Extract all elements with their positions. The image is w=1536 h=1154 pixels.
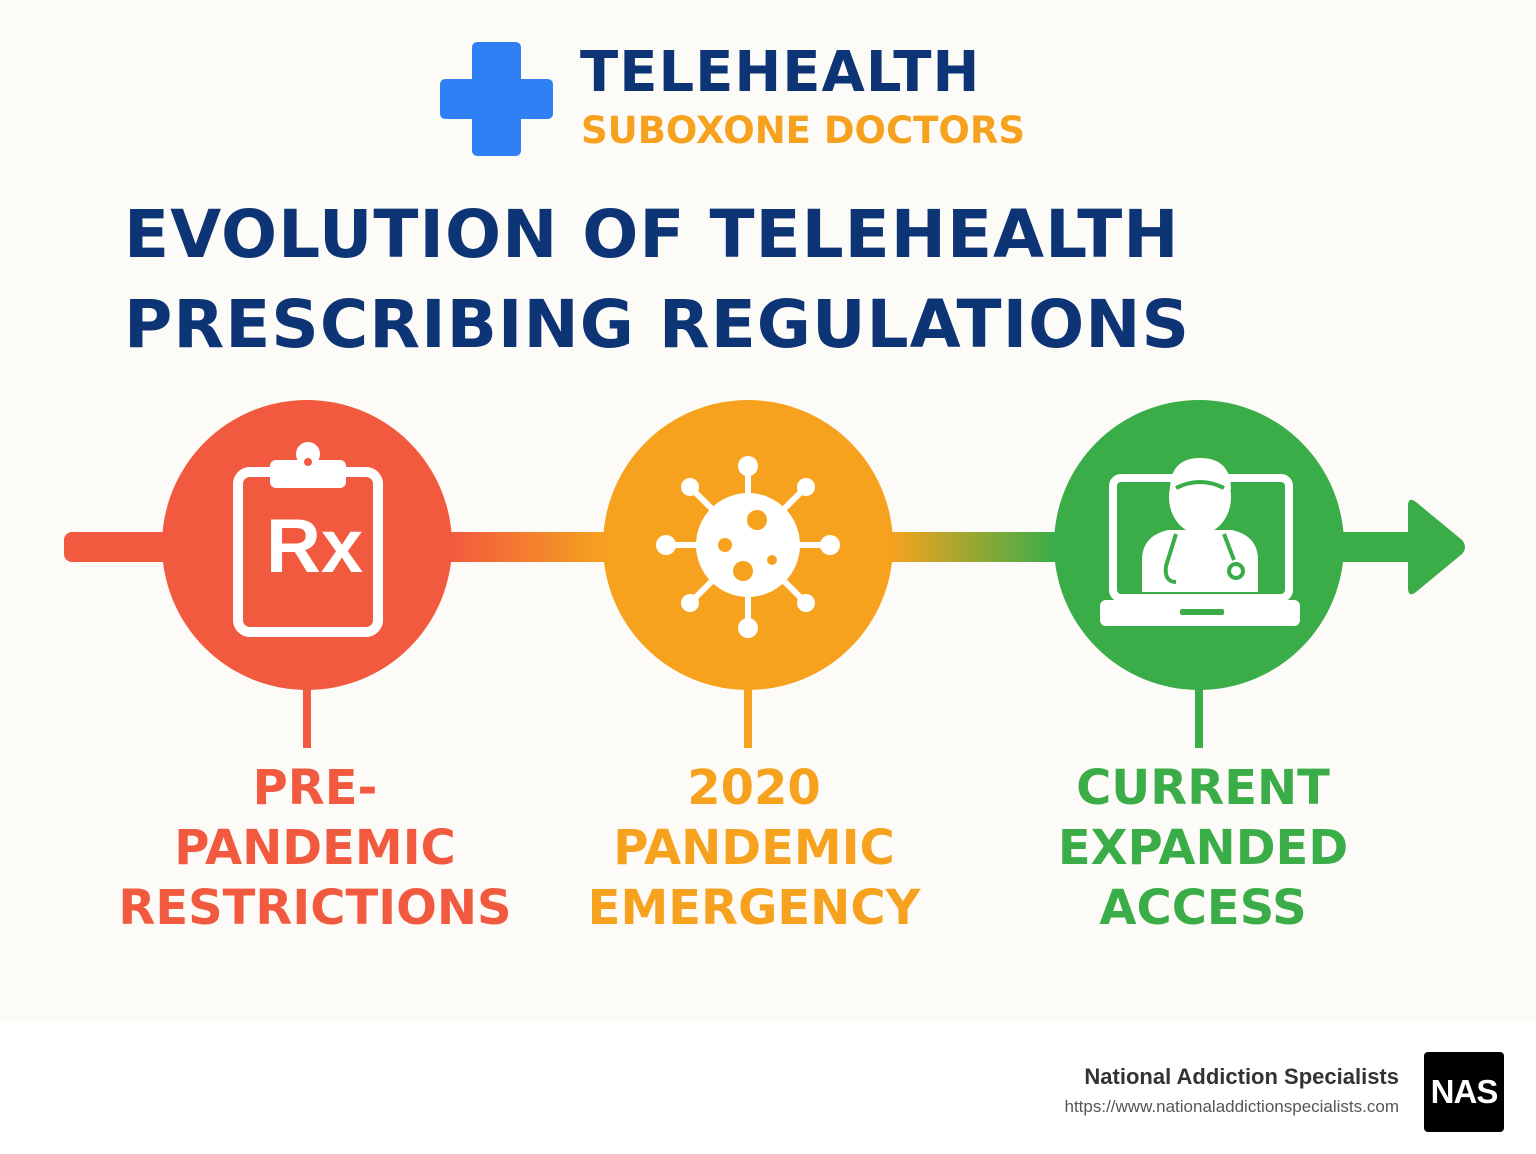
prescription-clipboard-icon: Rx xyxy=(233,442,383,637)
stage-2-label-line-2: PANDEMIC xyxy=(613,820,895,876)
rx-symbol: Rx xyxy=(266,504,363,589)
stage-3-circle xyxy=(1054,400,1344,690)
stem-1 xyxy=(303,680,311,748)
timeline-graphic: Rx xyxy=(64,400,1465,748)
stage-2-label-line-3: EMERGENCY xyxy=(587,880,921,936)
stage-3-label-line-1: CURRENT xyxy=(1076,760,1330,816)
stage-1-label: PRE- PANDEMIC RESTRICTIONS xyxy=(105,758,525,938)
stage-1-label-line-1: PRE- xyxy=(252,760,378,816)
stage-2-circle xyxy=(603,400,893,690)
nas-logo-badge: NAS xyxy=(1424,1052,1504,1132)
footer-org-name: National Addiction Specialists xyxy=(1084,1064,1399,1089)
stem-2 xyxy=(744,680,752,748)
stage-1-circle: Rx xyxy=(162,400,452,690)
footer-url-link[interactable]: https://www.nationaladdictionspecialists… xyxy=(1064,1097,1400,1116)
stage-2-label-line-1: 2020 xyxy=(687,760,821,816)
page-title-line-1: EVOLUTION OF TELEHEALTH xyxy=(124,196,1180,273)
timeline-arrowhead-icon xyxy=(1408,499,1465,595)
brand-subtitle: SUBOXONE DOCTORS xyxy=(581,109,1025,152)
stage-3-label: CURRENT EXPANDED ACCESS xyxy=(993,758,1413,938)
stage-1-label-line-3: RESTRICTIONS xyxy=(118,880,512,936)
virus-icon xyxy=(656,456,840,638)
stage-3-label-line-3: ACCESS xyxy=(1099,880,1307,936)
doctor-laptop-icon xyxy=(1100,458,1300,626)
stage-1-label-line-2: PANDEMIC xyxy=(174,820,456,876)
stem-3 xyxy=(1195,680,1203,748)
stage-3-label-line-2: EXPANDED xyxy=(1057,820,1349,876)
stage-2-label: 2020 PANDEMIC EMERGENCY xyxy=(544,758,964,938)
page-title-line-2: PRESCRIBING REGULATIONS xyxy=(124,286,1191,363)
infographic-panel: TELEHEALTH SUBOXONE DOCTORS EVOLUTION OF… xyxy=(64,40,1465,938)
medical-cross-icon xyxy=(440,42,553,156)
page-title: EVOLUTION OF TELEHEALTH PRESCRIBING REGU… xyxy=(124,190,1424,370)
brand-title: TELEHEALTH xyxy=(580,40,981,105)
